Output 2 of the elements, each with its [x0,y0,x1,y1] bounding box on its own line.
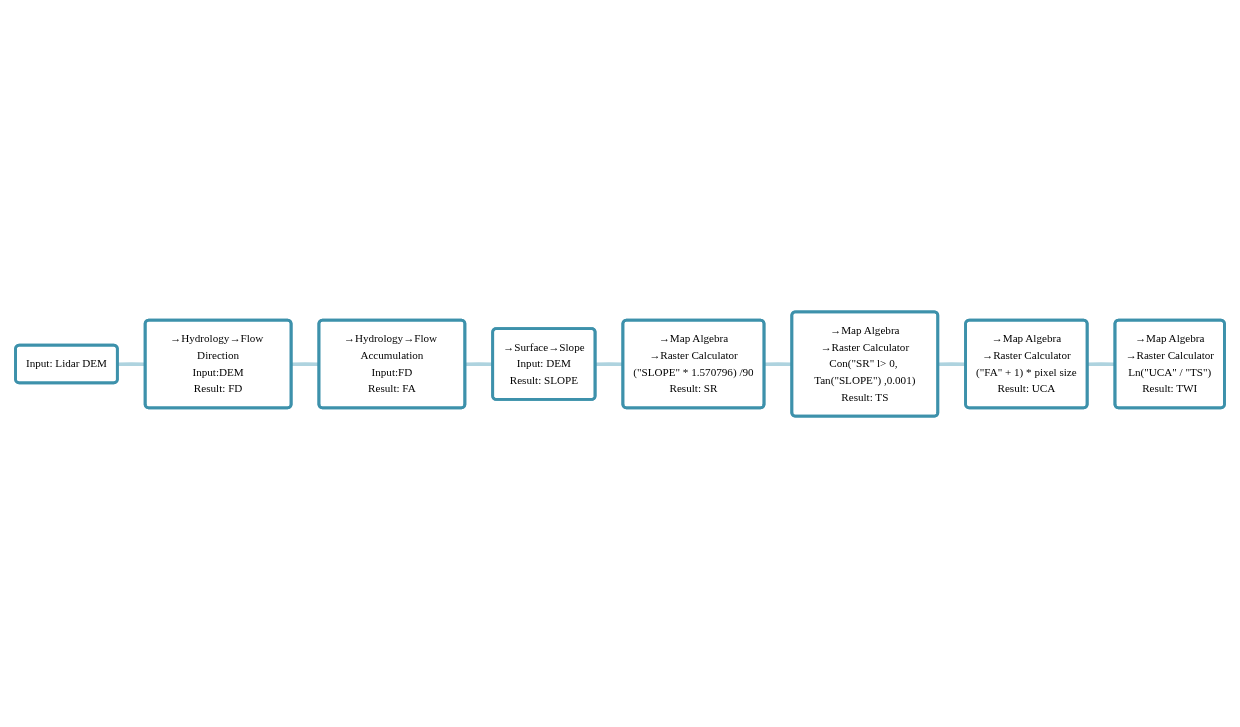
connector [117,361,146,366]
connector [938,361,966,366]
